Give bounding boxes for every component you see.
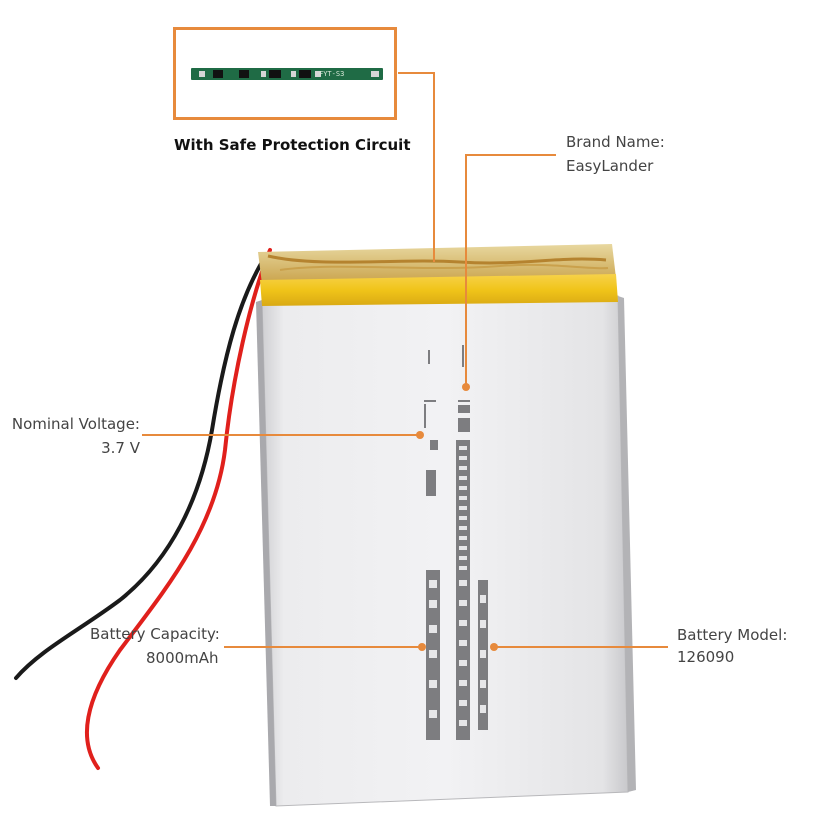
inset-caption: With Safe Protection Circuit xyxy=(174,136,411,154)
voltage-callout: Nominal Voltage: 3.7 V xyxy=(4,414,140,458)
pcb-board xyxy=(191,68,383,80)
voltage-callout-dot xyxy=(416,431,424,439)
capacity-value-wrap: 8000mAh xyxy=(146,648,219,668)
brand-label: Brand Name: xyxy=(566,133,665,151)
capacity-label: Battery Capacity: xyxy=(90,625,220,643)
pcb-callout-line xyxy=(398,72,435,262)
model-label: Battery Model: xyxy=(677,626,788,644)
voltage-value: 3.7 V xyxy=(101,439,140,457)
capacity-callout-dot xyxy=(418,643,426,651)
yellow-tape xyxy=(260,274,618,306)
brand-callout-line xyxy=(465,154,556,385)
red-wire xyxy=(85,248,272,770)
capacity-callout: Battery Capacity: xyxy=(90,624,220,644)
model-callout-dot xyxy=(490,643,498,651)
black-wire xyxy=(14,260,264,680)
pcb-marking: FYT-S3 xyxy=(319,70,345,78)
voltage-label: Nominal Voltage: xyxy=(11,415,140,433)
brand-callout-dot xyxy=(462,383,470,391)
model-value: 126090 xyxy=(677,648,735,666)
battery-pouch xyxy=(261,295,629,807)
capacity-value: 8000mAh xyxy=(146,649,219,667)
model-callout: Battery Model: 126090 xyxy=(677,625,787,667)
protection-circuit-inset: FYT-S3 xyxy=(173,27,397,120)
brand-callout: Brand Name: EasyLander xyxy=(566,132,665,176)
battery-top-edge xyxy=(258,244,616,284)
brand-value: EasyLander xyxy=(566,157,654,175)
